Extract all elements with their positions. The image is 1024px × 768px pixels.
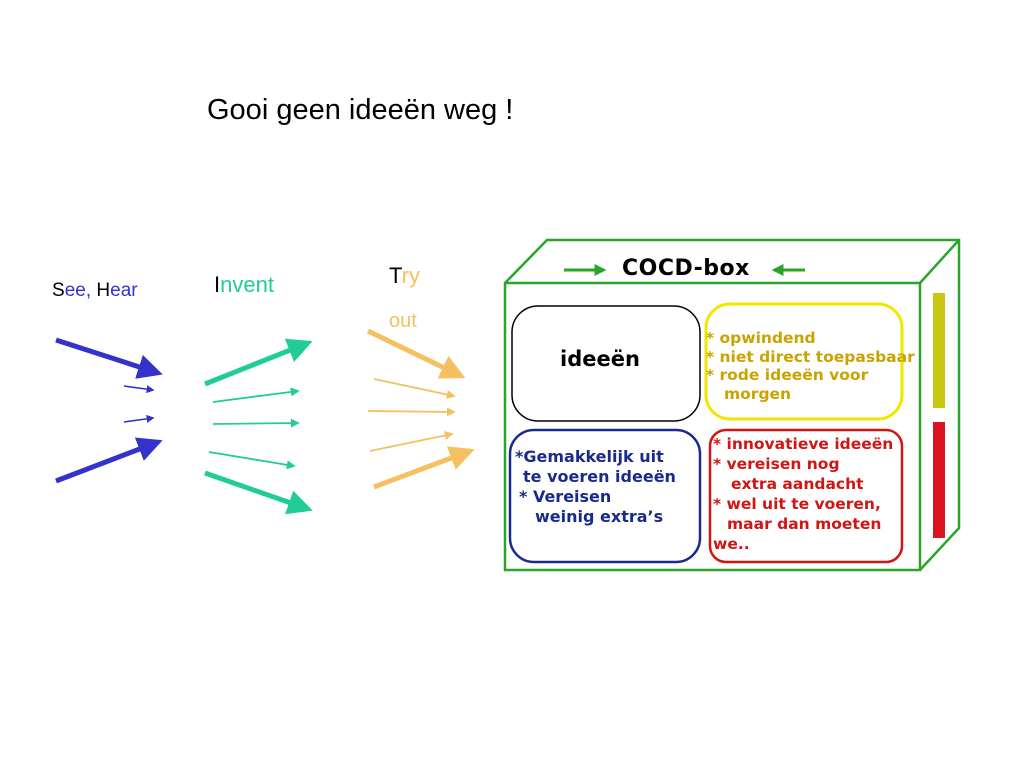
see-arrows bbox=[55, 337, 163, 484]
stage-invent-initial: I bbox=[214, 272, 221, 297]
cocd-box-edge bbox=[919, 239, 960, 284]
stage-try-out: out bbox=[389, 310, 417, 332]
list-item: morgen bbox=[724, 384, 792, 403]
stage-invent: Invent bbox=[214, 272, 274, 298]
ideas-label: ideeën bbox=[560, 347, 640, 371]
list-item: extra aandacht bbox=[731, 475, 864, 493]
list-item: * vereisen nog bbox=[713, 455, 840, 473]
stage-try: Try bbox=[389, 263, 420, 289]
list-item: weinig extra’s bbox=[535, 507, 664, 526]
yellow-quadrant-text: * opwindend * niet direct toepasbaar * r… bbox=[706, 329, 915, 403]
quadrant-blue bbox=[508, 428, 702, 564]
stage-hear-rest: ear bbox=[110, 280, 138, 301]
list-item: * niet direct toepasbaar bbox=[706, 347, 915, 366]
invent-arrows bbox=[204, 338, 313, 515]
list-item: * rode ideeën voor bbox=[706, 366, 869, 384]
stage-try-initial: T bbox=[389, 263, 402, 288]
list-item: te voeren ideeën bbox=[523, 467, 676, 486]
list-item: * opwindend bbox=[706, 329, 816, 347]
cocd-box-title: COCD-box bbox=[622, 256, 750, 281]
idea-flow-arrows bbox=[55, 328, 475, 515]
quadrant-ideas bbox=[511, 305, 701, 422]
stage-try-rest: ry bbox=[401, 263, 420, 288]
cocd-box-diagram bbox=[503, 238, 961, 572]
blue-quadrant-text: *Gemakkelijk uit te voeren ideeën * Vere… bbox=[515, 447, 676, 527]
page-title: Gooi geen ideeën weg ! bbox=[207, 94, 514, 126]
cocd-box-front bbox=[503, 281, 922, 572]
stage-see-hear: See, Hear bbox=[52, 280, 138, 302]
list-item: *Gemakkelijk uit bbox=[515, 447, 664, 466]
stage-see-rest: ee, bbox=[64, 280, 97, 301]
list-item: * Vereisen bbox=[519, 487, 612, 506]
list-item: * wel uit te voeren, bbox=[713, 495, 881, 513]
try-arrows bbox=[366, 328, 475, 490]
list-item: we.. bbox=[713, 535, 750, 553]
stage-see-initial: S bbox=[52, 280, 65, 301]
red-quadrant-text: * innovatieve ideeën * vereisen nog extr… bbox=[713, 434, 893, 554]
stage-invent-rest: nvent bbox=[220, 272, 274, 297]
stage-hear-initial: H bbox=[96, 280, 111, 301]
quadrant-yellow bbox=[704, 302, 904, 421]
list-item: maar dan moeten bbox=[727, 515, 882, 533]
list-item: * innovatieve ideeën bbox=[713, 435, 894, 453]
quadrant-red bbox=[708, 428, 904, 564]
yellow-bar bbox=[933, 293, 945, 408]
red-bar bbox=[933, 422, 945, 538]
